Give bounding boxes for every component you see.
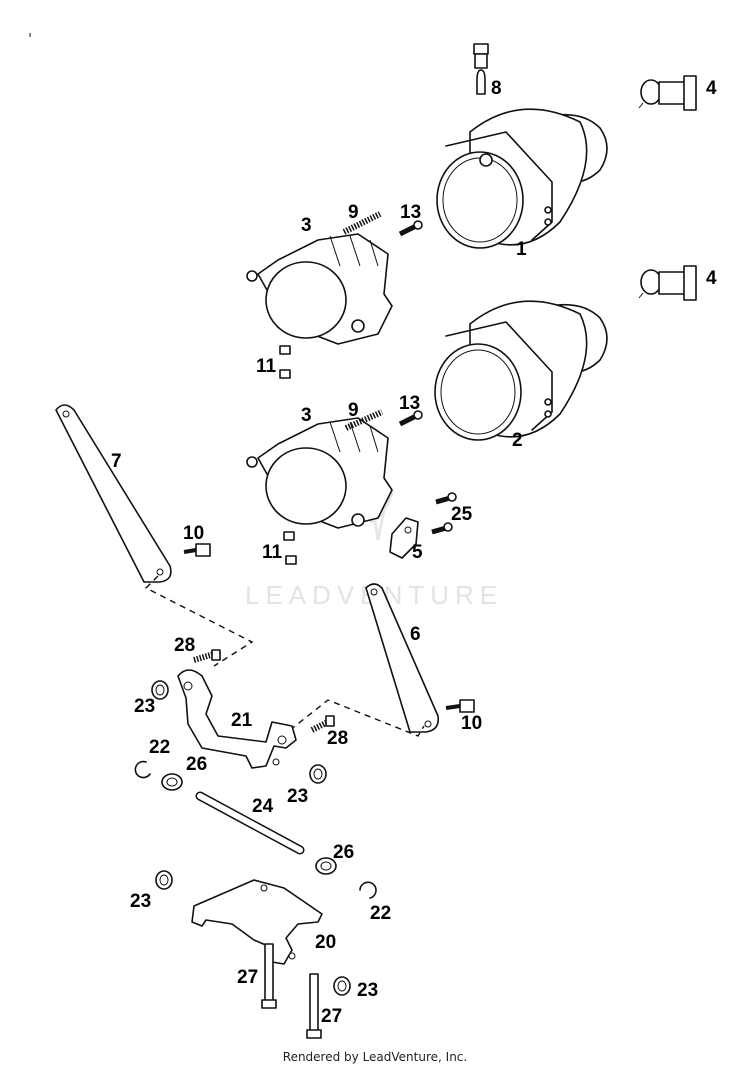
callout-26: 26 — [333, 842, 354, 863]
callout-11: 11 — [256, 356, 277, 377]
callout-7: 7 — [111, 451, 122, 472]
callout-4: 4 — [706, 78, 717, 99]
part-23-bushing-2[interactable] — [309, 764, 327, 784]
callout-10: 10 — [183, 523, 204, 544]
part-22-clip-lower[interactable] — [359, 881, 377, 899]
part-6-bracket-strap[interactable] — [365, 583, 440, 733]
connector-line-left — [144, 575, 254, 667]
part-10-nut-lower[interactable] — [445, 699, 475, 713]
callout-20: 20 — [315, 932, 336, 953]
part-9-spring-lower[interactable] — [344, 409, 384, 431]
part-10-nut-upper[interactable] — [183, 543, 211, 557]
part-23-bushing-3[interactable] — [155, 870, 173, 890]
part-8-bulb[interactable] — [473, 43, 489, 95]
part-3-housing-upper[interactable] — [246, 233, 393, 345]
callout-23: 23 — [130, 891, 151, 912]
part-23-bushing-1[interactable] — [151, 680, 169, 700]
callout-13: 13 — [399, 393, 420, 414]
part-7-bracket-strap[interactable] — [55, 404, 172, 583]
callout-4: 4 — [706, 268, 717, 289]
callout-9: 9 — [348, 400, 359, 421]
callout-10: 10 — [461, 713, 482, 734]
part-1-headlight-upper[interactable] — [436, 108, 608, 249]
callout-13: 13 — [400, 202, 421, 223]
part-27-bolt-left[interactable] — [261, 943, 277, 1009]
part-27-bolt-right[interactable] — [306, 973, 322, 1039]
part-26-washer-lower[interactable] — [315, 857, 337, 875]
callout-9: 9 — [348, 202, 359, 223]
callout-8: 8 — [491, 78, 502, 99]
callout-6: 6 — [410, 624, 421, 645]
footer-credit: Rendered by LeadVenture, Inc. — [282, 1050, 468, 1064]
callout-21: 21 — [231, 710, 253, 731]
part-5-bracket[interactable] — [389, 517, 419, 559]
part-4-halogen-bulb-upper[interactable] — [638, 75, 697, 111]
callout-24: 24 — [252, 796, 274, 817]
callout-23: 23 — [357, 980, 378, 1001]
callout-1: 1 — [516, 239, 527, 260]
part-2-headlight-lower[interactable] — [434, 300, 608, 441]
callout-27: 27 — [237, 967, 258, 988]
part-3-housing-lower[interactable] — [246, 417, 393, 529]
callout-3: 3 — [301, 405, 312, 426]
callout-11: 11 — [262, 542, 283, 563]
part-28-bolt-upper[interactable] — [193, 649, 221, 663]
part-22-clip-upper[interactable] — [134, 760, 151, 779]
part-11-screws-upper[interactable] — [279, 345, 291, 379]
callout-23: 23 — [134, 696, 155, 717]
callout-23: 23 — [287, 786, 308, 807]
part-23-bushing-4[interactable] — [333, 976, 351, 996]
connector-line-right — [289, 699, 425, 737]
callout-26: 26 — [186, 754, 207, 775]
part-28-bolt-lower[interactable] — [310, 715, 335, 733]
callout-2: 2 — [512, 430, 523, 451]
callout-25: 25 — [451, 504, 473, 525]
callout-22: 22 — [149, 737, 170, 758]
callout-27: 27 — [321, 1006, 342, 1027]
part-21-mounting-bracket[interactable] — [177, 669, 297, 769]
callout-5: 5 — [412, 542, 423, 563]
part-4-halogen-bulb-lower[interactable] — [638, 265, 697, 301]
part-26-washer-upper[interactable] — [161, 773, 183, 791]
part-13-screw-upper[interactable] — [398, 220, 423, 237]
part-20-lower-bracket[interactable] — [191, 879, 323, 965]
callout-22: 22 — [370, 903, 391, 924]
part-25-screws[interactable] — [431, 492, 457, 535]
part-9-spring-upper[interactable] — [342, 211, 382, 235]
part-24-rod[interactable] — [195, 791, 305, 855]
callout-3: 3 — [301, 215, 312, 236]
part-11-screws-lower[interactable] — [283, 531, 297, 565]
callout-28: 28 — [327, 728, 348, 749]
part-13-screw-lower[interactable] — [398, 410, 423, 427]
callout-28: 28 — [174, 635, 195, 656]
